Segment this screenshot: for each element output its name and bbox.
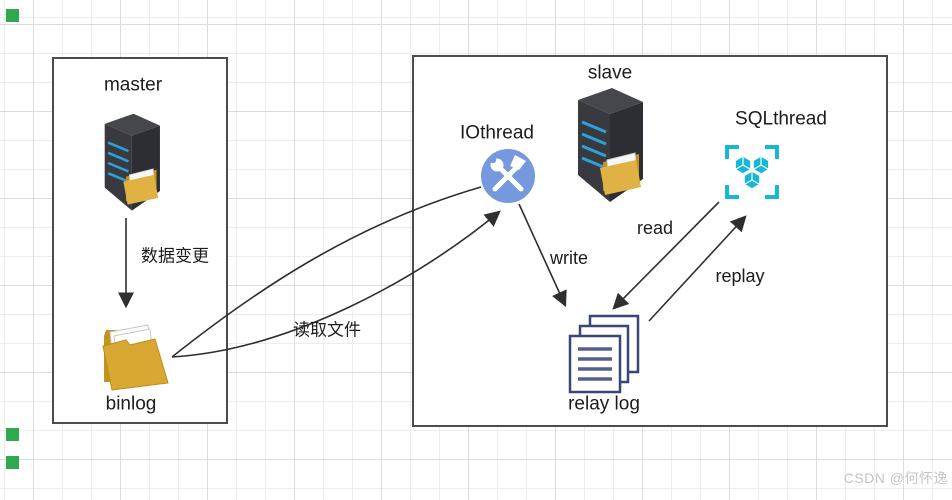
read-file-edge-label: 读取文件 [293, 320, 361, 340]
canvas-handle[interactable] [6, 428, 19, 441]
data-change-edge-label: 数据变更 [141, 246, 209, 266]
slave-box-title: slave [587, 62, 633, 84]
write-edge-label: write [549, 248, 589, 269]
master-group-box [52, 57, 228, 424]
master-box-title: master [103, 74, 163, 96]
canvas-handle[interactable] [6, 456, 19, 469]
csdn-watermark: CSDN @何怀逸 [843, 470, 948, 486]
iothread-node-label: IOthread [460, 122, 534, 144]
relay-log-node-label: relay log [568, 393, 640, 415]
canvas-handle[interactable] [6, 9, 19, 22]
binlog-node-label: binlog [105, 393, 157, 415]
replay-edge-label: replay [715, 266, 765, 287]
sqlthread-node-label: SQLthread [735, 108, 827, 130]
read-edge-label: read [636, 218, 674, 239]
